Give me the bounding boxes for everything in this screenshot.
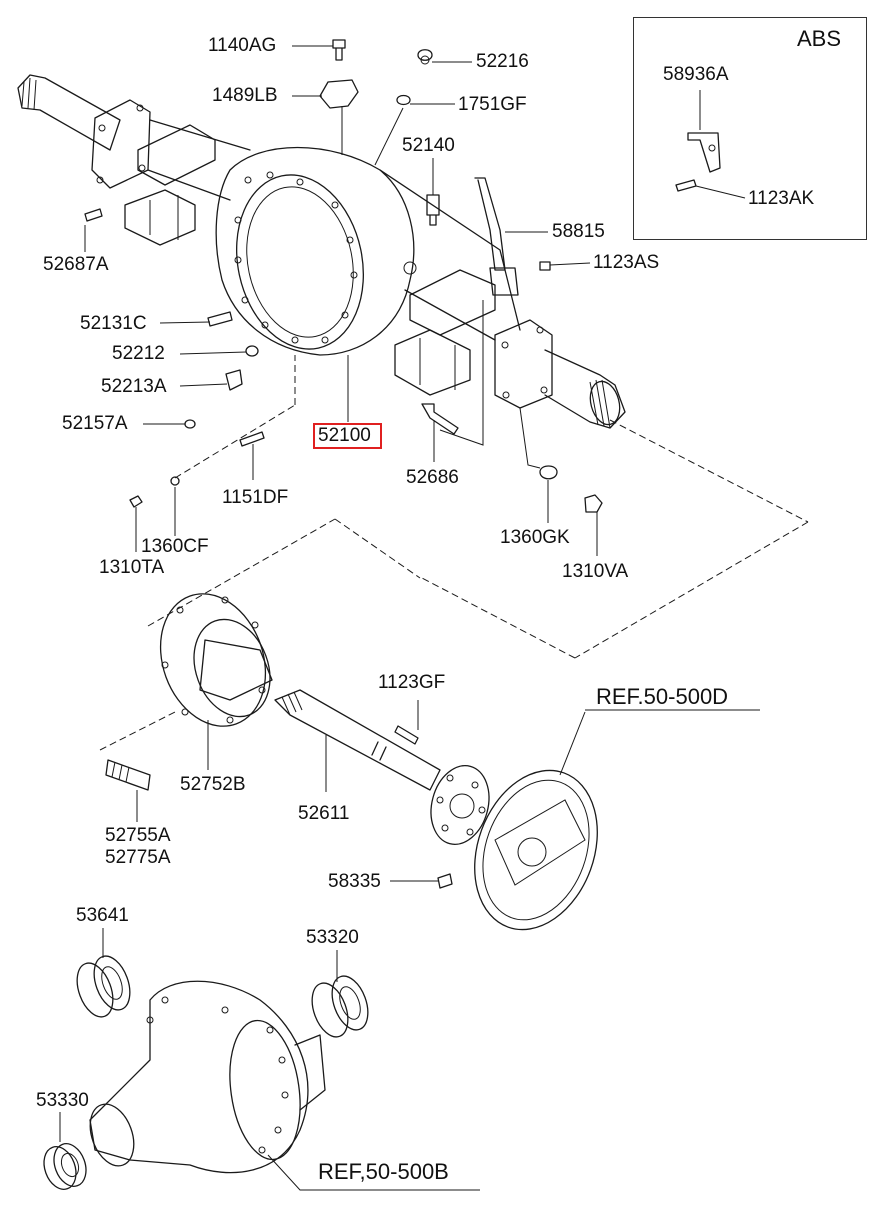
part-label-1140AG[interactable]: 1140AG: [208, 35, 277, 56]
part-label-58936A[interactable]: 58936A: [663, 64, 729, 85]
ref-label-50-500D[interactable]: REF.50-500D: [596, 684, 729, 709]
part-label-1751GF[interactable]: 1751GF: [458, 94, 527, 115]
part-label-1123AK[interactable]: 1123AK: [748, 188, 815, 209]
part-label-52213A[interactable]: 52213A: [101, 376, 167, 397]
part-label-52687A[interactable]: 52687A: [43, 254, 109, 275]
hub-shaft-drawing: [105, 593, 598, 931]
part-label-52611[interactable]: 52611: [298, 803, 350, 824]
part-label-1310VA[interactable]: 1310VA: [562, 561, 629, 582]
part-label-52212[interactable]: 52212: [112, 343, 165, 364]
part-label-1310TA[interactable]: 1310TA: [99, 557, 165, 578]
part-label-1123AS[interactable]: 1123AS: [593, 252, 660, 273]
part-label-52131C[interactable]: 52131C: [80, 313, 147, 334]
abs-inset-box: [633, 17, 867, 240]
differential-drawing: [43, 955, 369, 1190]
leader-lines-upper: [84, 45, 746, 556]
part-label-52140[interactable]: 52140: [402, 135, 455, 156]
part-label-53330[interactable]: 53330: [36, 1090, 89, 1111]
part-label-1151DF[interactable]: 1151DF: [222, 487, 289, 508]
highlight-box: [313, 423, 382, 449]
abs-title: ABS: [797, 26, 842, 51]
part-label-52157A[interactable]: 52157A: [62, 413, 128, 434]
part-label-58815[interactable]: 58815: [552, 221, 605, 242]
part-label-58335[interactable]: 58335: [328, 871, 381, 892]
part-label-1123GF[interactable]: 1123GF: [378, 672, 446, 693]
leader-lines-middle: [59, 700, 760, 1191]
axle-housing-drawing: [17, 74, 626, 429]
part-label-53320[interactable]: 53320: [306, 927, 359, 948]
part-label-52755A[interactable]: 52755A: [105, 825, 171, 846]
part-label-1360CF[interactable]: 1360CF: [141, 536, 209, 557]
part-label-52100[interactable]: 52100: [318, 425, 371, 446]
part-label-52752B[interactable]: 52752B: [180, 774, 246, 795]
part-label-52775A[interactable]: 52775A: [105, 847, 171, 868]
small-parts-top: [84, 39, 603, 513]
part-label-1489LB[interactable]: 1489LB: [212, 85, 278, 106]
part-label-52686[interactable]: 52686: [406, 467, 459, 488]
ref-label-50-500B[interactable]: REF,50-500B: [318, 1159, 449, 1184]
part-label-53641[interactable]: 53641: [76, 905, 129, 926]
dashed-guides: [99, 355, 809, 751]
part-label-1360GK[interactable]: 1360GK: [500, 527, 570, 548]
part-label-52216[interactable]: 52216: [476, 51, 529, 72]
